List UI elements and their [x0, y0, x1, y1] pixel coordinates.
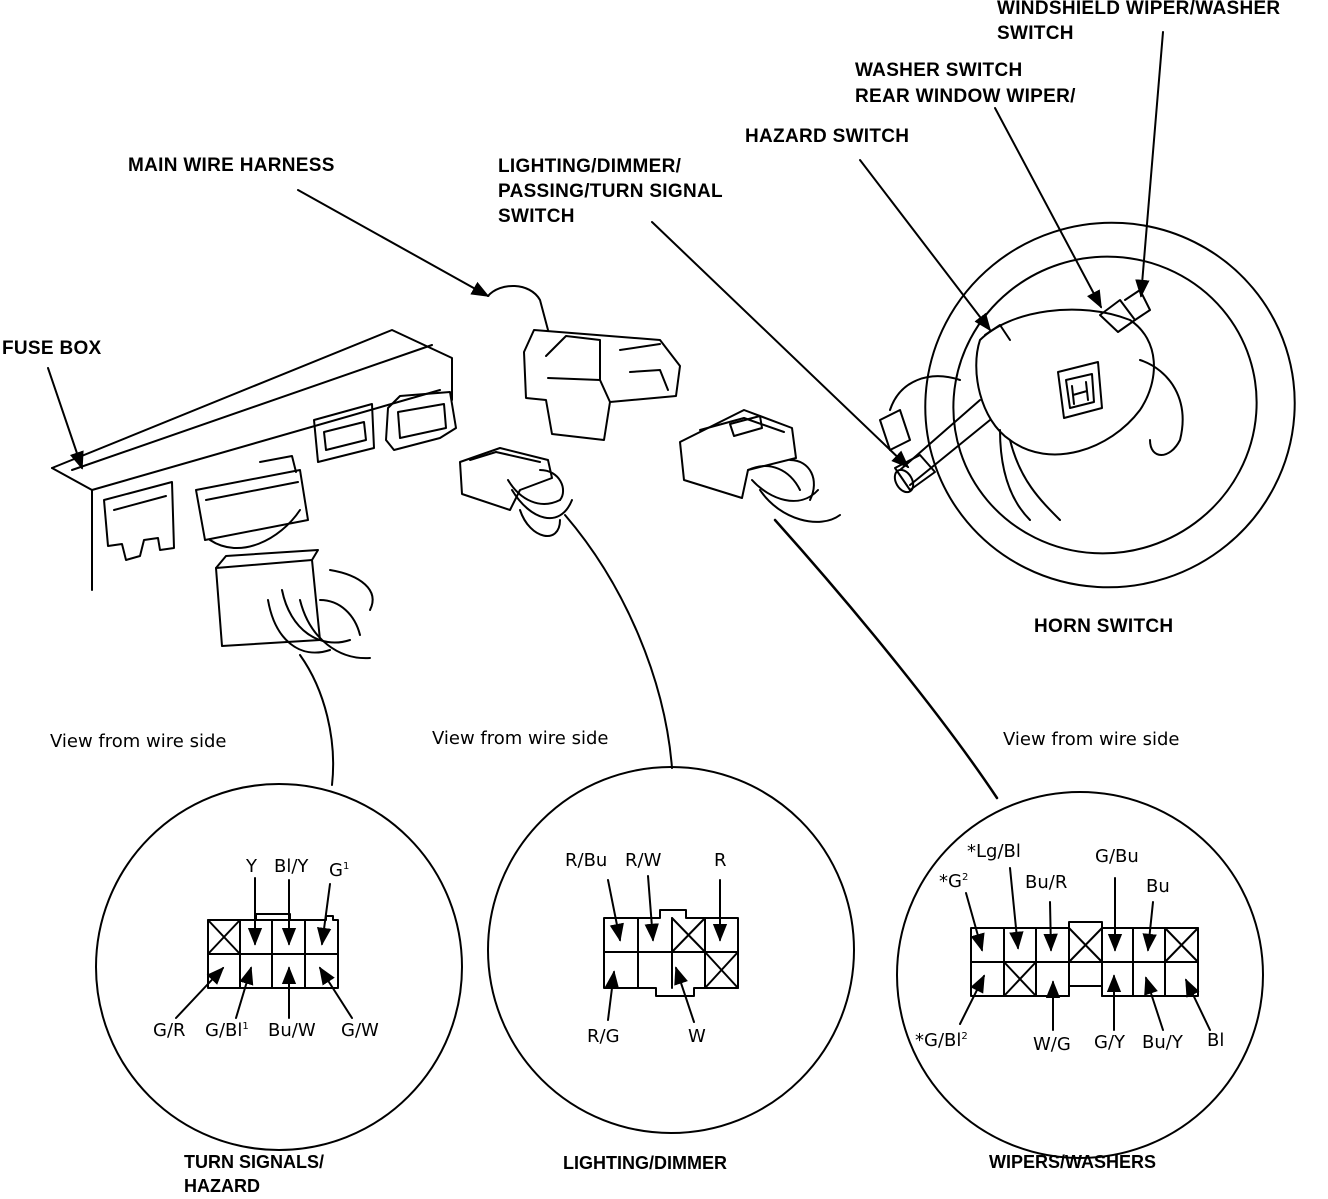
lighting-detail-circle — [487, 766, 855, 1134]
fuse-box-drawing — [51, 329, 457, 591]
view-note-lighting: View from wire side — [432, 728, 609, 749]
wipers-caption: WIPERS/WASHERS — [989, 1152, 1157, 1172]
view-note-wipers: View from wire side — [1003, 729, 1180, 750]
leader-hazard-switch — [859, 159, 992, 332]
lighting-switch-label-line1: LIGHTING/DIMMER/ — [498, 156, 682, 177]
wire-superscript: 1 — [342, 861, 350, 872]
view-note-turn: View from wire side — [50, 731, 227, 752]
callout-curve-wipers — [773, 518, 999, 800]
lighting-switch-label-line3: SWITCH — [498, 206, 575, 227]
leader-washer-switch — [994, 107, 1102, 309]
wire-label: G/R — [153, 1020, 186, 1041]
horn-switch-label: HORN SWITCH — [1034, 616, 1174, 637]
wipers-connector-face — [970, 921, 1199, 997]
wipers-detail-circle — [896, 791, 1264, 1159]
lighting-connector-drawing — [459, 447, 573, 537]
wire-label: Bl/Y — [274, 856, 309, 877]
wire-label: Bu/R — [1025, 872, 1068, 893]
turn-connector-face — [207, 913, 339, 989]
steering-wheel-drawing — [879, 221, 1296, 589]
lighting-connector-pin-arrows — [604, 875, 728, 1023]
wire-label: *G/Bl2 — [915, 1030, 968, 1051]
lighting-switch-label-line2: PASSING/TURN SIGNAL — [498, 181, 723, 202]
lighting-caption: LIGHTING/DIMMER — [563, 1153, 727, 1173]
main-harness-connector-drawing — [487, 284, 681, 441]
wipers-connector-drawing — [679, 409, 841, 523]
leader-fuse-box — [47, 367, 84, 470]
wire-superscript: 2 — [961, 872, 969, 883]
turn-connector-drawing — [215, 549, 374, 660]
wire-label: G/Bu — [1095, 846, 1139, 867]
turn-connector-pin-arrows — [175, 877, 353, 1019]
callout-curve-lighting — [564, 514, 673, 769]
wire-label: G1 — [329, 860, 350, 881]
windshield-wiper-label-line1: WINDSHIELD WIPER/WASHER — [997, 0, 1281, 19]
wire-superscript: 1 — [242, 1021, 249, 1032]
lighting-connector-face — [603, 909, 739, 997]
turn-detail-circle — [95, 783, 463, 1151]
washer-switch-label-line2: REAR WINDOW WIPER/ — [855, 86, 1076, 107]
wire-label: R/G — [587, 1026, 620, 1047]
turn-caption-line2: HAZARD — [184, 1176, 260, 1196]
callout-curve-turn — [299, 654, 335, 786]
wire-label: R/W — [625, 850, 662, 871]
wire-label: G/Bl1 — [205, 1020, 249, 1041]
leader-lighting-switch — [651, 221, 910, 469]
wire-label: R/Bu — [565, 850, 608, 871]
hazard-switch-label: HAZARD SWITCH — [745, 126, 910, 147]
wire-label: W/G — [1033, 1034, 1071, 1055]
wire-label: *G2 — [939, 871, 969, 892]
wire-label: Bu/Y — [1142, 1032, 1183, 1053]
wire-label: R — [714, 850, 727, 871]
turn-caption-line1: TURN SIGNALS/ — [184, 1152, 325, 1172]
wire-label: *Lg/Bl — [967, 841, 1021, 862]
wire-label: Y — [246, 856, 257, 877]
wire-label: Bu — [1146, 876, 1170, 897]
wipers-connector-pin-arrows — [959, 867, 1211, 1031]
wire-label: G/Y — [1094, 1032, 1126, 1053]
leader-windshield-wiper — [1135, 31, 1164, 298]
wire-label: W — [688, 1026, 706, 1047]
main-wire-harness-label: MAIN WIRE HARNESS — [128, 155, 335, 176]
wire-label: G/W — [341, 1020, 379, 1041]
fuse-box-label: FUSE BOX — [2, 338, 102, 359]
windshield-wiper-label-line2: SWITCH — [997, 23, 1074, 44]
wire-label: Bu/W — [268, 1020, 316, 1041]
wire-label: Bl — [1207, 1030, 1225, 1051]
washer-switch-label-line1: WASHER SWITCH — [855, 60, 1023, 81]
leader-main-harness — [297, 189, 490, 297]
wire-superscript: 2 — [961, 1031, 968, 1042]
